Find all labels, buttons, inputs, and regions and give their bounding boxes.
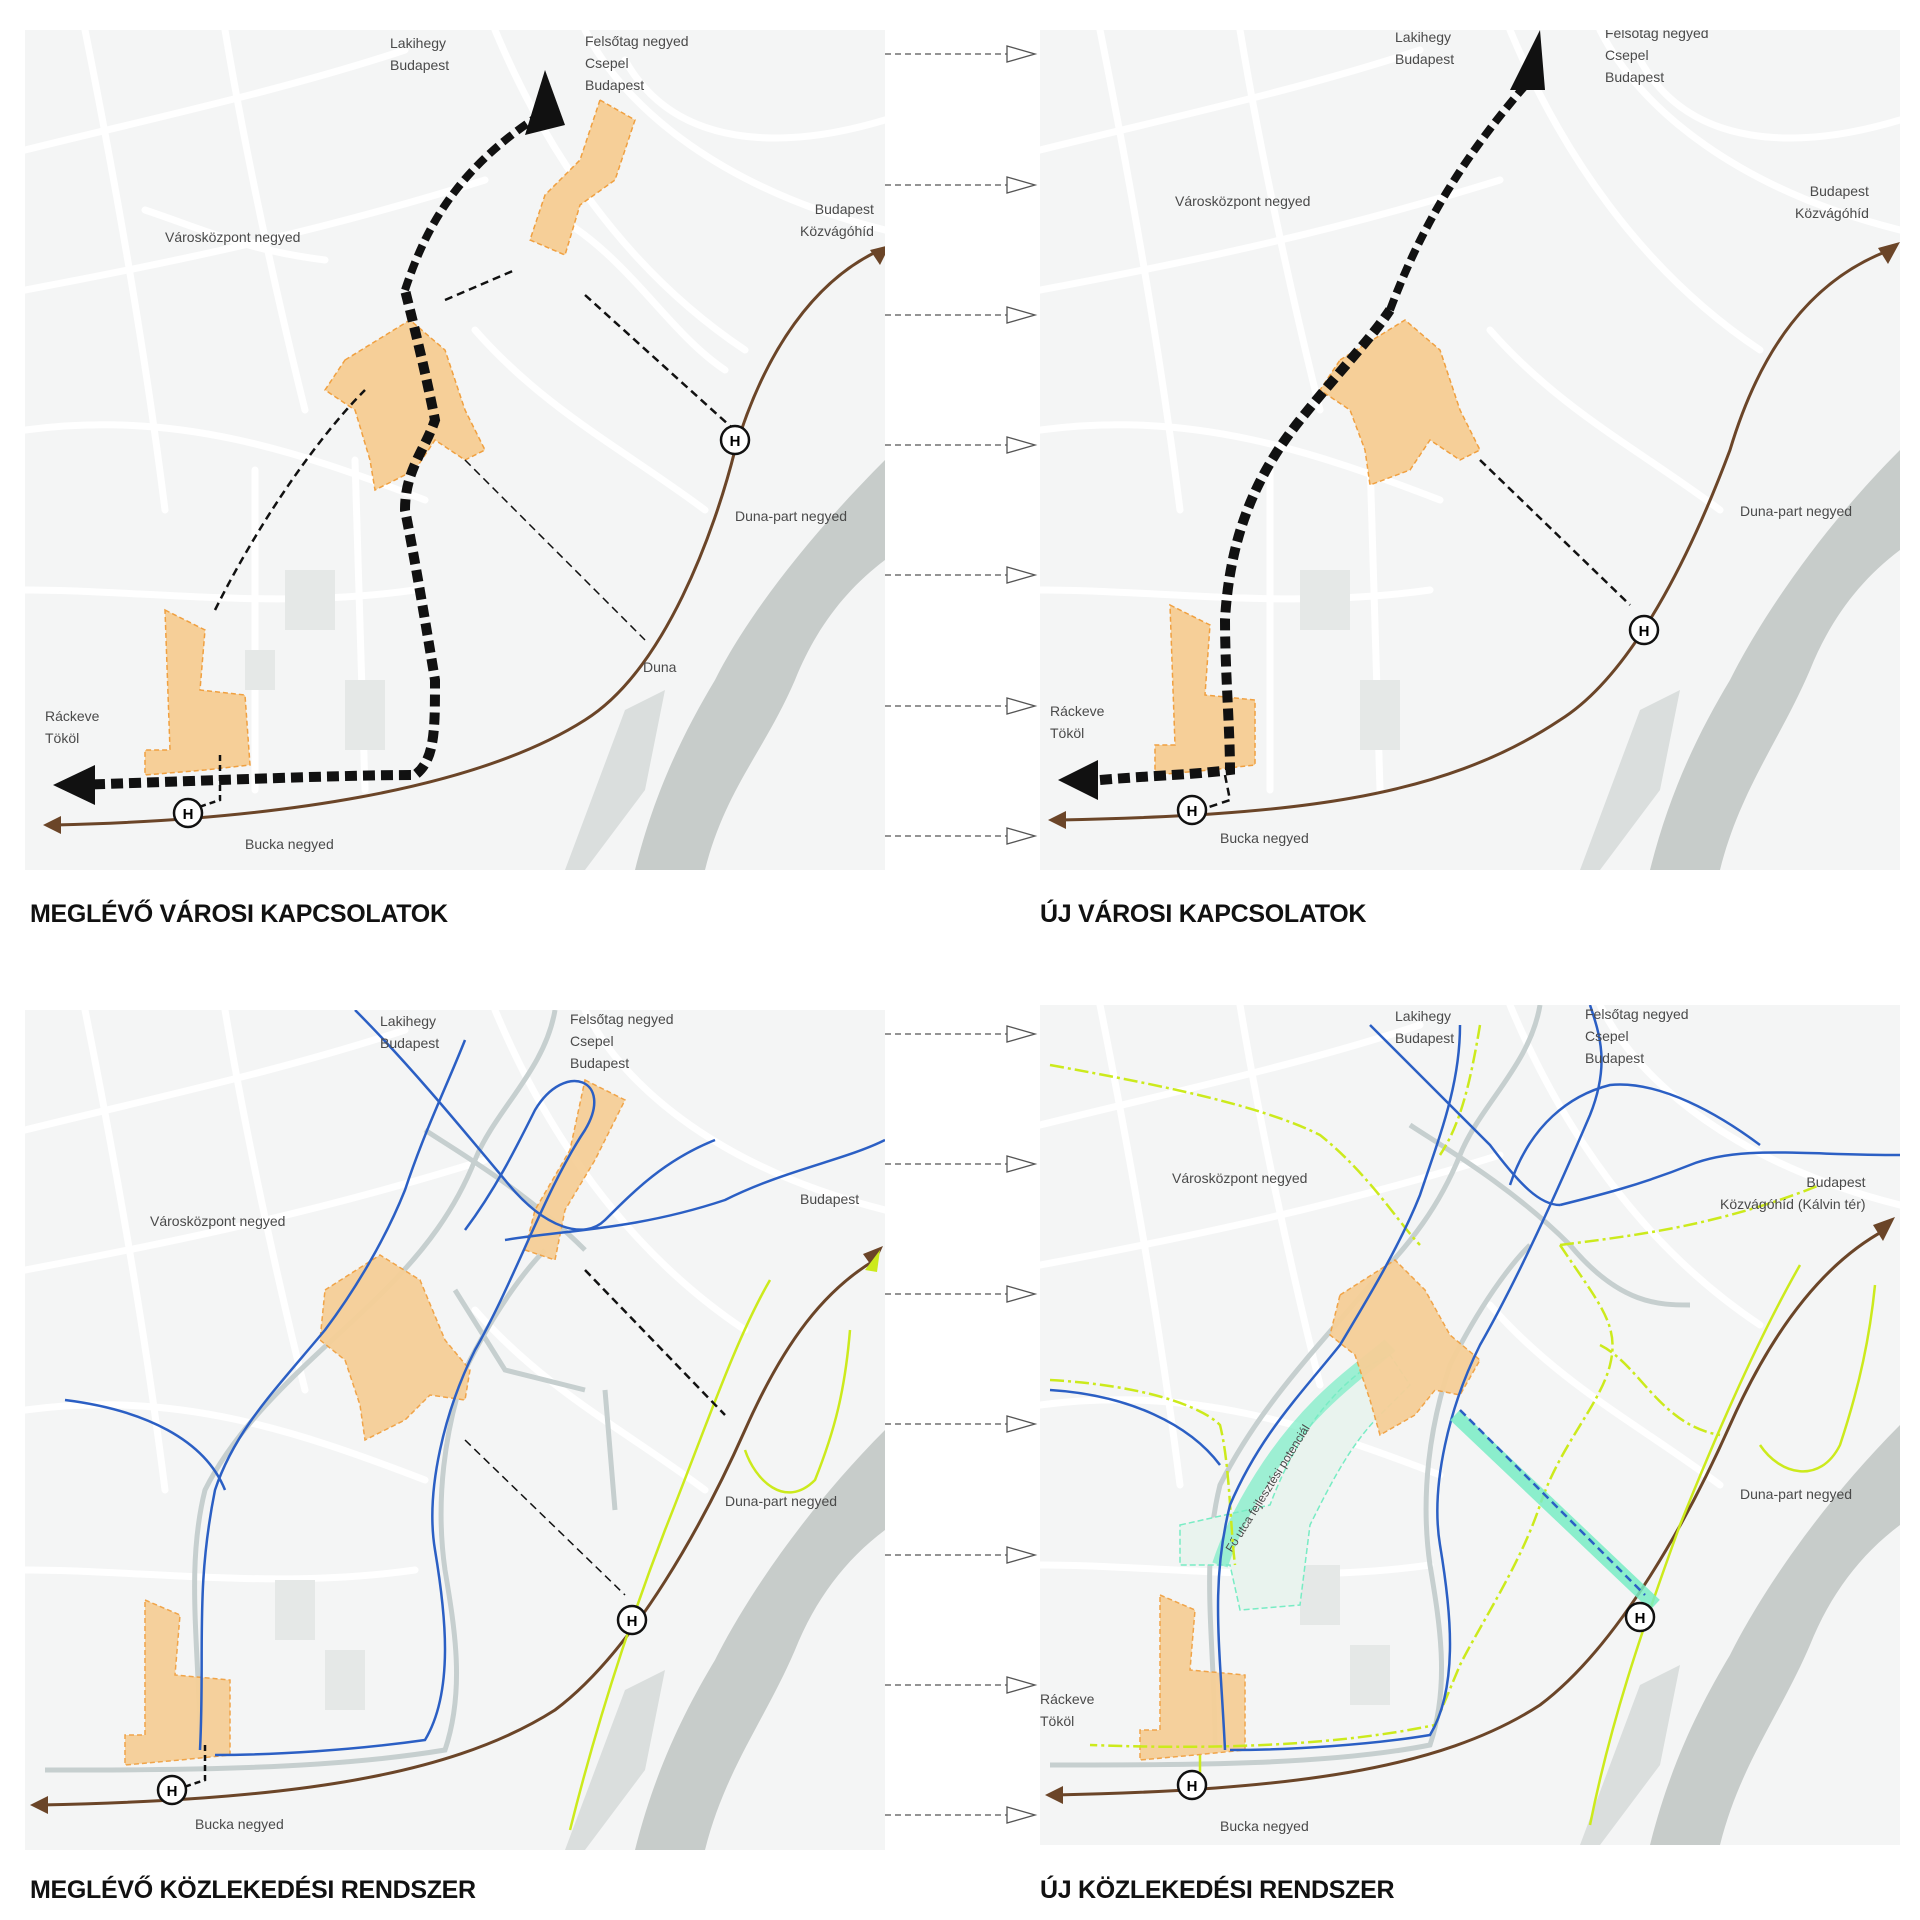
label-rackeve: Ráckeve Tököl bbox=[1050, 703, 1105, 741]
buildings bbox=[124, 1078, 627, 1766]
label-kozvagohid: Budapest Közvágóhíd (Kálvin tér) bbox=[1720, 1174, 1866, 1212]
city-blocks bbox=[1300, 570, 1400, 750]
railway-line bbox=[1054, 1228, 1886, 1797]
svg-text:H: H bbox=[1187, 1778, 1198, 1795]
label-budapest: Budapest bbox=[800, 1191, 860, 1207]
svg-text:H: H bbox=[167, 1783, 178, 1800]
bus-routes bbox=[64, 1010, 885, 1757]
bus-routes bbox=[1049, 1005, 1900, 1752]
label-lakihegy: Lakihegy Budapest bbox=[1395, 30, 1455, 67]
buildings bbox=[144, 98, 636, 776]
caption-existing-transport: MEGLÉVŐ KÖZLEKEDÉSI RENDSZER bbox=[30, 1876, 476, 1904]
main-arrow-west bbox=[53, 765, 95, 805]
city-blocks bbox=[1300, 1565, 1390, 1705]
label-lakihegy: Lakihegy Budapest bbox=[1395, 1008, 1455, 1046]
main-arrow-north bbox=[525, 70, 565, 135]
railway-arrow-end bbox=[1873, 1217, 1895, 1241]
label-bucka: Bucka negyed bbox=[1220, 1818, 1309, 1834]
label-kozvagohid: Budapest Közvágóhíd bbox=[800, 201, 874, 239]
map-existing-connections: H H bbox=[25, 30, 885, 870]
transfer-links bbox=[174, 1269, 726, 1792]
river-danube bbox=[635, 460, 885, 870]
label-kozvagohid: Budapest Közvágóhíd bbox=[1795, 183, 1869, 221]
label-varoskozpont: Városközpont negyed bbox=[150, 1213, 286, 1229]
label-rackeve: Ráckeve Tököl bbox=[1040, 1691, 1095, 1729]
street-grid bbox=[1040, 1005, 1900, 1578]
river-danube bbox=[1650, 1425, 1900, 1845]
railway-arrow-start bbox=[1045, 1786, 1063, 1804]
map-new-connections: H H bbox=[1040, 30, 1900, 870]
label-varoskozpont: Városközpont negyed bbox=[165, 229, 301, 245]
label-duna-part: Duna-part negyed bbox=[725, 1493, 838, 1509]
hev-station-icon: H H bbox=[1176, 614, 1660, 826]
street-grid bbox=[25, 30, 885, 794]
main-arrow-west bbox=[1058, 760, 1098, 800]
svg-text:H: H bbox=[627, 1613, 638, 1630]
caption-existing-connections: MEGLÉVŐ VÁROSI KAPCSOLATOK bbox=[30, 900, 448, 928]
river-danube bbox=[635, 1430, 885, 1850]
river-branch bbox=[565, 1670, 665, 1850]
label-bucka: Bucka negyed bbox=[1220, 830, 1309, 846]
bike-arrow-end bbox=[865, 1250, 880, 1272]
railway-line bbox=[39, 1258, 876, 1807]
street-grid bbox=[1040, 30, 1900, 794]
river-branch bbox=[1580, 690, 1680, 870]
label-lakihegy: Lakihegy Budapest bbox=[380, 1013, 440, 1051]
buildings bbox=[1139, 1259, 1481, 1761]
map-new-transport: Fő utca fejlesztési potenciál bbox=[1040, 1005, 1900, 1845]
svg-text:H: H bbox=[183, 806, 194, 823]
hev-station-icon: H H bbox=[1176, 1601, 1656, 1801]
label-felsotag: Felsőtag negyed Csepel Budapest bbox=[1585, 1006, 1689, 1066]
label-varoskozpont: Városközpont negyed bbox=[1175, 193, 1311, 209]
railway-arrow-start bbox=[30, 1796, 48, 1814]
label-duna-part: Duna-part negyed bbox=[735, 508, 848, 524]
svg-text:H: H bbox=[1635, 1610, 1646, 1627]
street-grid bbox=[25, 1010, 885, 1583]
railway-arrow-end bbox=[870, 246, 885, 265]
railway-arrow-start bbox=[1048, 811, 1066, 829]
svg-text:H: H bbox=[1187, 803, 1198, 820]
city-blocks bbox=[245, 570, 385, 750]
panel-new-connections: H H Lakihegy Budapest Felsőtag negyed Cs… bbox=[1040, 30, 1900, 870]
railway-arrow-end bbox=[863, 1246, 883, 1268]
map-existing-transport: H H bbox=[25, 1010, 885, 1850]
caption-new-connections: ÚJ VÁROSI KAPCSOLATOK bbox=[1040, 900, 1367, 928]
panel-existing-transport: H H Lakihegy Budapest Felsőtag negyed Cs… bbox=[25, 1010, 885, 1850]
connection-routes bbox=[74, 111, 741, 812]
river-branch bbox=[1580, 1665, 1680, 1845]
railway-arrow-start bbox=[43, 816, 61, 834]
transfer-arrows-column bbox=[885, 45, 1038, 1824]
caption-new-transport: ÚJ KÖZLEKEDÉSI RENDSZER bbox=[1040, 1876, 1395, 1904]
label-bucka: Bucka negyed bbox=[195, 1816, 284, 1832]
label-varoskozpont: Városközpont negyed bbox=[1172, 1170, 1308, 1186]
connection-routes bbox=[1099, 77, 1631, 812]
label-felsotag: Felsőtag negyed Csepel Budapest bbox=[570, 1011, 674, 1071]
railway-line bbox=[54, 248, 881, 827]
panel-new-transport: Fő utca fejlesztési potenciál bbox=[1040, 1005, 1900, 1845]
bike-routes bbox=[568, 1279, 852, 1831]
river-danube bbox=[1650, 450, 1900, 870]
main-arrow-north bbox=[1510, 30, 1545, 90]
svg-text:H: H bbox=[1639, 623, 1650, 640]
panel-existing-connections: H H Lakihegy Budapest Felsőtag negyed Cs… bbox=[25, 30, 885, 870]
railway-arrow-end bbox=[1878, 242, 1900, 264]
dashed-arrow-icon bbox=[885, 45, 1038, 1824]
label-felsotag: Felsőtag negyed Csepel Budapest bbox=[1605, 30, 1709, 85]
river-branch bbox=[565, 690, 665, 870]
hev-station-icon: H H bbox=[156, 1604, 648, 1806]
label-duna: Duna bbox=[643, 659, 677, 675]
hev-station-icon: H H bbox=[172, 424, 751, 829]
label-duna-part: Duna-part negyed bbox=[1740, 503, 1853, 519]
label-duna-part: Duna-part negyed bbox=[1740, 1486, 1853, 1502]
label-felsotag: Felsőtag negyed Csepel Budapest bbox=[585, 33, 689, 93]
svg-text:H: H bbox=[730, 433, 741, 450]
label-rackeve: Ráckeve Tököl bbox=[45, 708, 100, 746]
label-lakihegy: Lakihegy Budapest bbox=[390, 35, 450, 73]
city-blocks bbox=[275, 1580, 365, 1710]
label-bucka: Bucka negyed bbox=[245, 836, 334, 852]
railway-line bbox=[1059, 248, 1891, 822]
bike-routes bbox=[1049, 1024, 1821, 1749]
hev-bus-transfer bbox=[1450, 1409, 1660, 1611]
